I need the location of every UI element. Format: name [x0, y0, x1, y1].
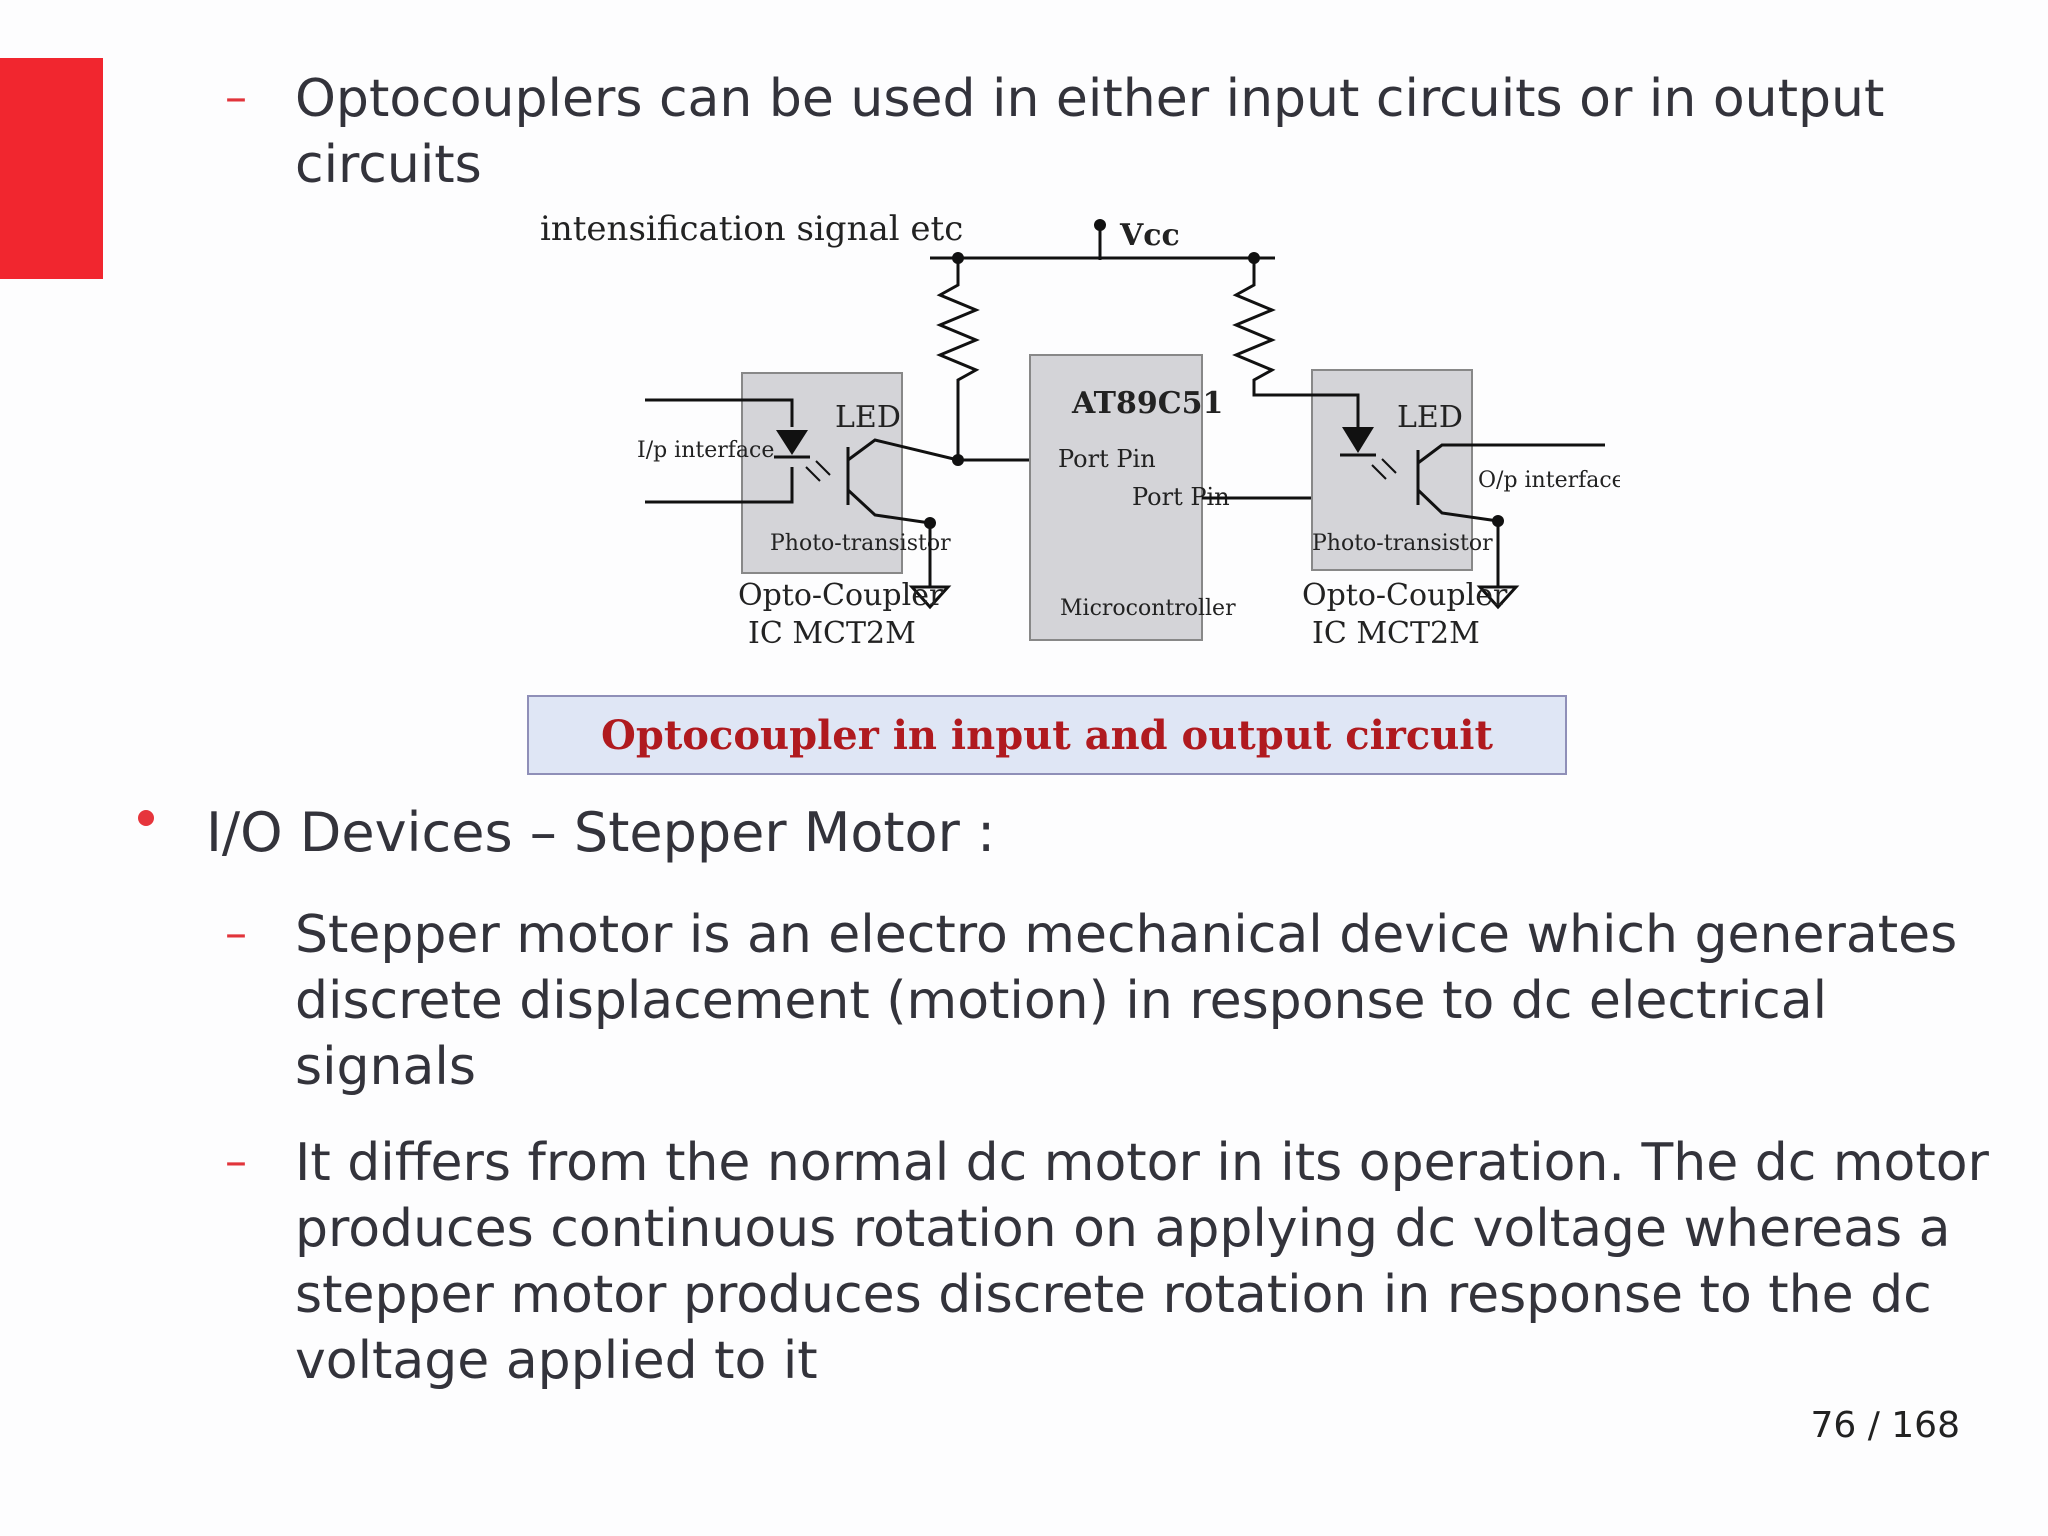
stepper-difference-text: It differs from the normal dc motor in i…	[295, 1133, 1989, 1391]
sub-bullet-dash: –	[225, 908, 247, 959]
sub-bullet-dash: –	[225, 72, 247, 123]
optocoupler-usage-text: Optocouplers can be used in either input…	[295, 69, 1885, 195]
stepper-motor-heading: I/O Devices – Stepper Motor :	[206, 801, 996, 864]
input-interface-label: I/p interface	[637, 438, 774, 463]
stepper-definition-text: Stepper motor is an electro mechanical d…	[295, 905, 1958, 1097]
intensification-label: intensification signal etc	[540, 209, 963, 249]
left-led-label: LED	[835, 400, 901, 435]
microcontroller-label: Microcontroller	[1060, 596, 1236, 621]
optocoupler-circuit-diagram: intensification signal etc Vcc LED Photo…	[520, 205, 1620, 795]
left-coupler-name-2: IC MCT2M	[748, 616, 916, 651]
output-interface-label: O/p interface	[1478, 468, 1620, 493]
right-led-label: LED	[1397, 400, 1463, 435]
sub-bullet-dash: –	[225, 1136, 247, 1187]
vcc-label: Vcc	[1119, 218, 1180, 253]
micro-name: AT89C51	[1071, 386, 1223, 421]
left-coupler-name-1: Opto-Coupler	[738, 578, 944, 613]
port-pin-1: Port Pin	[1058, 445, 1156, 473]
right-phototransistor-label: Photo-transistor	[1312, 531, 1493, 556]
left-phototransistor-label: Photo-transistor	[770, 531, 951, 556]
bullet-dot	[138, 810, 154, 826]
right-coupler-name-1: Opto-Coupler	[1302, 578, 1508, 613]
diagram-caption: Optocoupler in input and output circuit	[527, 695, 1567, 775]
accent-bar	[0, 58, 103, 279]
page-number: 76 / 168	[1810, 1405, 1960, 1446]
right-coupler-name-2: IC MCT2M	[1312, 616, 1480, 651]
